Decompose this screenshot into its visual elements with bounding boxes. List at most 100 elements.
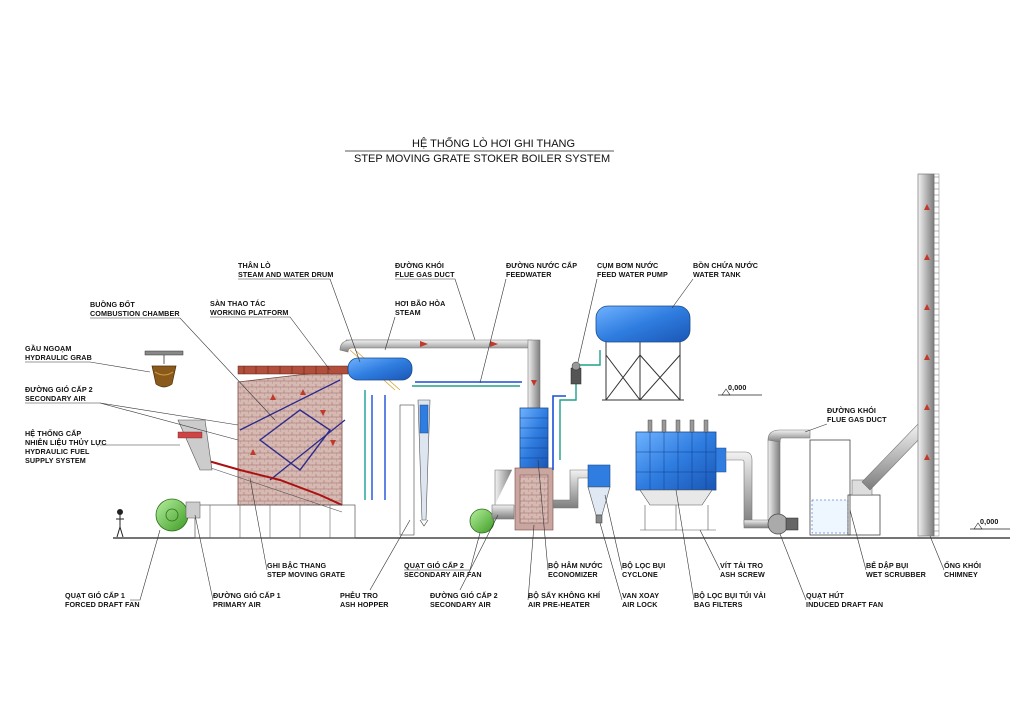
label-feedwater: ĐƯỜNG NƯỚC CẤP FEEDWATER xyxy=(479,260,577,384)
label-combustion-chamber: BUỒNG ĐỐT COMBUSTION CHAMBER xyxy=(90,299,276,421)
water-tank xyxy=(595,305,691,401)
label-steam: HƠI BÃO HÒA STEAM xyxy=(384,299,445,351)
operator-figure xyxy=(116,509,124,538)
label-water-tank: BỒN CHỨA NƯỚC WATER TANK xyxy=(671,260,758,309)
svg-text:QUẠT GIÓ CẤP 1: QUẠT GIÓ CẤP 1 xyxy=(65,590,125,600)
label-primary-air: ĐƯỜNG GIÓ CẤP 1 PRIMARY AIR xyxy=(194,514,281,609)
economizer xyxy=(519,407,549,469)
level-marker-left: 0,000 xyxy=(718,383,762,396)
feedwater-pipes xyxy=(412,350,601,470)
svg-text:SECONDARY AIR FAN: SECONDARY AIR FAN xyxy=(404,570,482,579)
svg-text:BUỒNG ĐỐT: BUỒNG ĐỐT xyxy=(90,299,135,309)
svg-text:COMBUSTION CHAMBER: COMBUSTION CHAMBER xyxy=(90,309,180,318)
svg-text:SUPPLY SYSTEM: SUPPLY SYSTEM xyxy=(25,456,86,465)
svg-text:BỂ DẬP BỤI: BỂ DẬP BỤI xyxy=(866,561,908,570)
label-ash-screw: VÍT TẢI TRO ASH SCREW xyxy=(699,529,765,579)
svg-text:BỘ LỌC BỤI: BỘ LỌC BỤI xyxy=(622,561,665,570)
svg-text:ECONOMIZER: ECONOMIZER xyxy=(548,570,598,579)
label-flue-gas-duct-2: ĐƯỜNG KHÓI FLUE GAS DUCT xyxy=(804,406,887,433)
svg-text:VAN XOAY: VAN XOAY xyxy=(622,591,659,600)
bag-filters xyxy=(635,419,727,531)
level-left-text: 0,000 xyxy=(728,383,747,392)
svg-text:STEAM AND WATER DRUM: STEAM AND WATER DRUM xyxy=(238,270,333,279)
svg-text:FORCED DRAFT FAN: FORCED DRAFT FAN xyxy=(65,600,140,609)
label-economizer: BỘ HÂM NƯỚC ECONOMIZER xyxy=(537,459,603,579)
svg-text:GẦU NGOẠM: GẦU NGOẠM xyxy=(25,343,71,353)
svg-text:PRIMARY AIR: PRIMARY AIR xyxy=(213,600,262,609)
svg-text:ĐƯỜNG KHÓI: ĐƯỜNG KHÓI xyxy=(827,406,876,415)
svg-text:BỘ SẤY KHÔNG KHÍ: BỘ SẤY KHÔNG KHÍ xyxy=(528,590,601,600)
hydraulic-grab xyxy=(144,350,184,388)
svg-text:SÀN THAO TÁC: SÀN THAO TÁC xyxy=(210,299,266,308)
svg-text:STEAM: STEAM xyxy=(395,308,421,317)
svg-text:HYDRAULIC GRAB: HYDRAULIC GRAB xyxy=(25,353,92,362)
svg-text:CHIMNEY: CHIMNEY xyxy=(944,570,978,579)
duct-to-chimney xyxy=(861,423,927,491)
svg-text:BAG FILTERS: BAG FILTERS xyxy=(694,600,743,609)
forced-draft-fan xyxy=(155,498,201,532)
svg-text:SECONDARY AIR: SECONDARY AIR xyxy=(25,394,87,403)
svg-text:FEED WATER PUMP: FEED WATER PUMP xyxy=(597,270,668,279)
ash-hopper-column xyxy=(399,399,431,536)
boiler-body xyxy=(177,339,413,539)
svg-text:THÂN LÒ: THÂN LÒ xyxy=(238,261,271,270)
svg-text:QUẠT HÚT: QUẠT HÚT xyxy=(806,591,844,600)
label-ash-hopper: PHỄU TRO ASH HOPPER xyxy=(340,519,411,609)
svg-text:CỤM BƠM NƯỚC: CỤM BƠM NƯỚC xyxy=(597,261,658,270)
label-flue-gas-duct: ĐƯỜNG KHÓI FLUE GAS DUCT xyxy=(395,261,476,341)
svg-text:VÍT TẢI TRO: VÍT TẢI TRO xyxy=(720,561,763,570)
label-feed-pump: CỤM BƠM NƯỚC FEED WATER PUMP xyxy=(577,261,668,363)
svg-text:AIR LOCK: AIR LOCK xyxy=(622,600,658,609)
label-forced-draft-fan: QUẠT GIÓ CẤP 1 FORCED DRAFT FAN xyxy=(65,529,161,609)
svg-text:ĐƯỜNG GIÓ CẤP 2: ĐƯỜNG GIÓ CẤP 2 xyxy=(430,590,498,600)
svg-text:WATER TANK: WATER TANK xyxy=(693,270,742,279)
svg-text:STEP MOVING GRATE: STEP MOVING GRATE xyxy=(267,570,345,579)
air-preheater xyxy=(514,467,554,531)
svg-text:GHI BẬC THANG: GHI BẬC THANG xyxy=(267,561,327,570)
svg-text:AIR PRE-HEATER: AIR PRE-HEATER xyxy=(528,600,591,609)
svg-text:FEEDWATER: FEEDWATER xyxy=(506,270,552,279)
induced-draft-fan xyxy=(767,429,811,535)
label-hydraulic-grab: GẦU NGOẠM HYDRAULIC GRAB xyxy=(25,343,151,373)
label-bag-filters: BỘ LỌC BỤI TÚI VẢI BAG FILTERS xyxy=(675,489,766,609)
svg-text:ĐƯỜNG KHÓI: ĐƯỜNG KHÓI xyxy=(395,261,444,270)
svg-text:NHIÊN LIỆU THỦY LỰC: NHIÊN LIỆU THỦY LỰC xyxy=(25,438,107,447)
svg-text:ĐƯỜNG GIÓ CẤP 1: ĐƯỜNG GIÓ CẤP 1 xyxy=(213,590,281,600)
title-vi: HỆ THỐNG LÒ HƠI GHI THANG xyxy=(412,136,575,150)
svg-text:PHỄU TRO: PHỄU TRO xyxy=(340,591,378,600)
svg-text:ĐƯỜNG NƯỚC CẤP: ĐƯỜNG NƯỚC CẤP xyxy=(506,260,577,270)
svg-text:ASH SCREW: ASH SCREW xyxy=(720,570,765,579)
level-marker-right: 0,000 xyxy=(970,517,1010,530)
chimney xyxy=(917,173,940,537)
label-step-grate: GHI BẬC THANG STEP MOVING GRATE xyxy=(249,477,345,579)
svg-text:WORKING PLATFORM: WORKING PLATFORM xyxy=(210,308,289,317)
level-right-text: 0,000 xyxy=(980,517,999,526)
svg-text:HỆ THỐNG CẤP: HỆ THỐNG CẤP xyxy=(25,428,81,438)
cyclone xyxy=(587,464,611,524)
svg-text:BỘ LỌC BỤI TÚI VẢI: BỘ LỌC BỤI TÚI VẢI xyxy=(694,591,766,600)
label-secondary-air-fan: QUẠT GIÓ CẤP 2 SECONDARY AIR FAN xyxy=(404,532,482,579)
label-secondary-air-bottom: ĐƯỜNG GIÓ CẤP 2 SECONDARY AIR xyxy=(430,514,499,609)
label-chimney: ỐNG KHÓI CHIMNEY xyxy=(929,535,981,579)
secondary-air-fan xyxy=(469,469,515,534)
svg-text:WET SCRUBBER: WET SCRUBBER xyxy=(866,570,927,579)
label-working-platform: SÀN THAO TÁC WORKING PLATFORM xyxy=(210,299,331,371)
flue-gas-duct-top xyxy=(339,339,541,409)
label-air-lock: VAN XOAY AIR LOCK xyxy=(599,522,659,609)
label-steam-drum: THÂN LÒ STEAM AND WATER DRUM xyxy=(238,261,361,363)
label-secondary-air-top: ĐƯỜNG GIÓ CẤP 2 SECONDARY AIR xyxy=(25,384,239,441)
svg-text:HƠI BÃO HÒA: HƠI BÃO HÒA xyxy=(395,299,445,308)
svg-text:QUẠT GIÓ CẤP 2: QUẠT GIÓ CẤP 2 xyxy=(404,560,464,570)
svg-text:BỒN CHỨA NƯỚC: BỒN CHỨA NƯỚC xyxy=(693,260,758,270)
label-induced-draft-fan: QUẠT HÚT INDUCED DRAFT FAN xyxy=(779,533,883,609)
svg-text:ỐNG KHÓI: ỐNG KHÓI xyxy=(944,560,981,570)
duct-bag-to-fan xyxy=(725,451,771,529)
svg-text:FLUE GAS DUCT: FLUE GAS DUCT xyxy=(827,415,887,424)
svg-text:SECONDARY AIR: SECONDARY AIR xyxy=(430,600,492,609)
label-air-preheater: BỘ SẤY KHÔNG KHÍ AIR PRE-HEATER xyxy=(527,524,601,609)
svg-text:FLUE GAS DUCT: FLUE GAS DUCT xyxy=(395,270,455,279)
svg-text:ĐƯỜNG GIÓ CẤP 2: ĐƯỜNG GIÓ CẤP 2 xyxy=(25,384,93,394)
feed-water-pump xyxy=(570,361,582,385)
svg-text:INDUCED DRAFT FAN: INDUCED DRAFT FAN xyxy=(806,600,883,609)
